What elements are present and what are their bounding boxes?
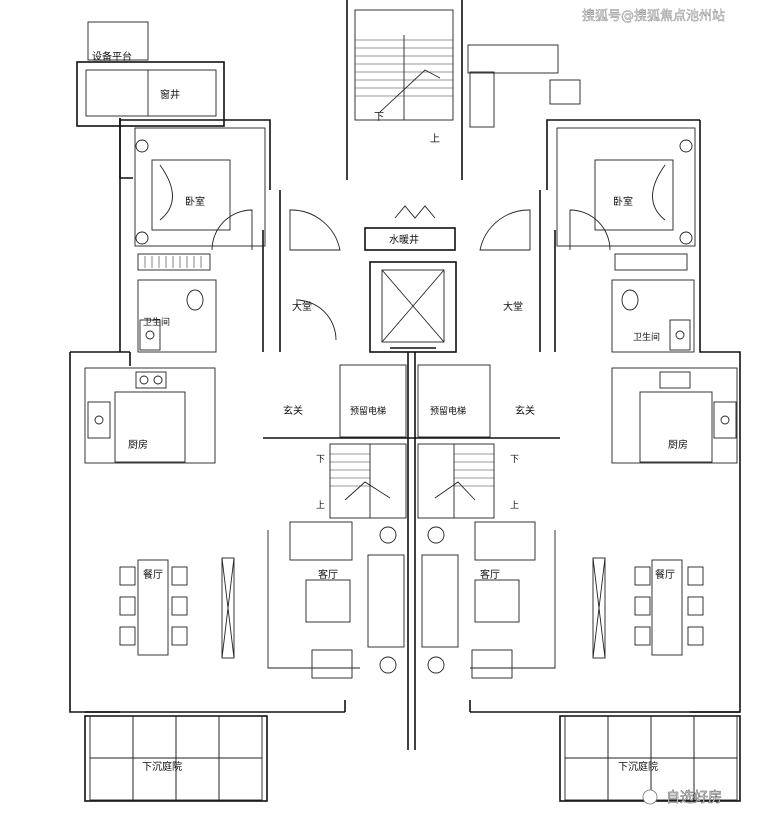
right-courtyard: 下沉庭院 [559,715,741,802]
right-bathroom: 卫生间 [611,279,695,353]
right-lobby-label: 大堂 [503,300,523,313]
right-stair-down-label: 下 [510,455,519,465]
left-bedroom-label: 卧室 [185,195,205,208]
stair-core-up-label: 上 [430,133,440,145]
right-dining-label: 餐厅 [655,568,675,581]
left-stair-down-label: 下 [316,455,325,465]
stair-core: 下 上 水暖井 [346,0,581,251]
left-stair-up-label: 上 [316,500,325,511]
stair-core-down-label: 下 [374,112,384,123]
left-elevator-label: 预留电梯 [350,405,386,417]
left-inner-stair: 下 上 [316,443,407,519]
watermark-bottom: 自选好房 [642,789,722,806]
right-lobby: 大堂 玄关 预留电梯 [417,209,535,438]
left-bathroom: 卫生间 [137,279,217,353]
left-kitchen: 厨房 [84,367,216,464]
right-elevator-label: 预留电梯 [430,405,466,417]
window-well-label: 窗井 [160,88,180,101]
left-dining: 餐厅 [119,557,235,659]
right-stair-up-label: 上 [510,500,519,511]
equipment-platform-label: 设备平台 [92,50,132,63]
right-kitchen-label: 厨房 [668,438,688,451]
left-living: 客厅 [267,521,405,679]
right-foyer-label: 玄关 [515,404,535,417]
right-bedroom-label: 卧室 [613,195,633,208]
left-foyer-label: 玄关 [283,404,303,417]
equipment-platform: 设备平台 窗井 [76,21,225,127]
water-heating-shaft-label: 水暖井 [389,233,419,246]
left-living-label: 客厅 [318,568,338,581]
right-kitchen: 厨房 [611,367,738,464]
watermark-bottom-label: 自选好房 [666,790,722,806]
left-bathroom-label: 卫生间 [143,316,170,328]
wechat-icon [642,789,658,805]
right-living: 客厅 [421,521,556,679]
left-kitchen-label: 厨房 [128,438,148,451]
outer-walls [69,118,741,750]
left-courtyard: 下沉庭院 [84,715,268,802]
left-dining-label: 餐厅 [143,568,163,581]
left-courtyard-label: 下沉庭院 [142,760,182,773]
right-inner-stair: 下 上 [417,443,519,519]
right-living-label: 客厅 [480,568,500,581]
right-bathroom-label: 卫生间 [633,331,660,343]
left-bedroom: 卧室 [134,127,266,271]
watermark-top: 搜狐号@搜狐焦点池州站 [582,9,725,24]
right-bedroom: 卧室 [556,127,696,271]
left-lobby: 大堂 玄关 预留电梯 [283,209,407,438]
left-lobby-label: 大堂 [292,300,312,313]
right-dining: 餐厅 [592,557,704,659]
right-courtyard-label: 下沉庭院 [618,760,658,773]
elevator-shaft [369,261,457,353]
